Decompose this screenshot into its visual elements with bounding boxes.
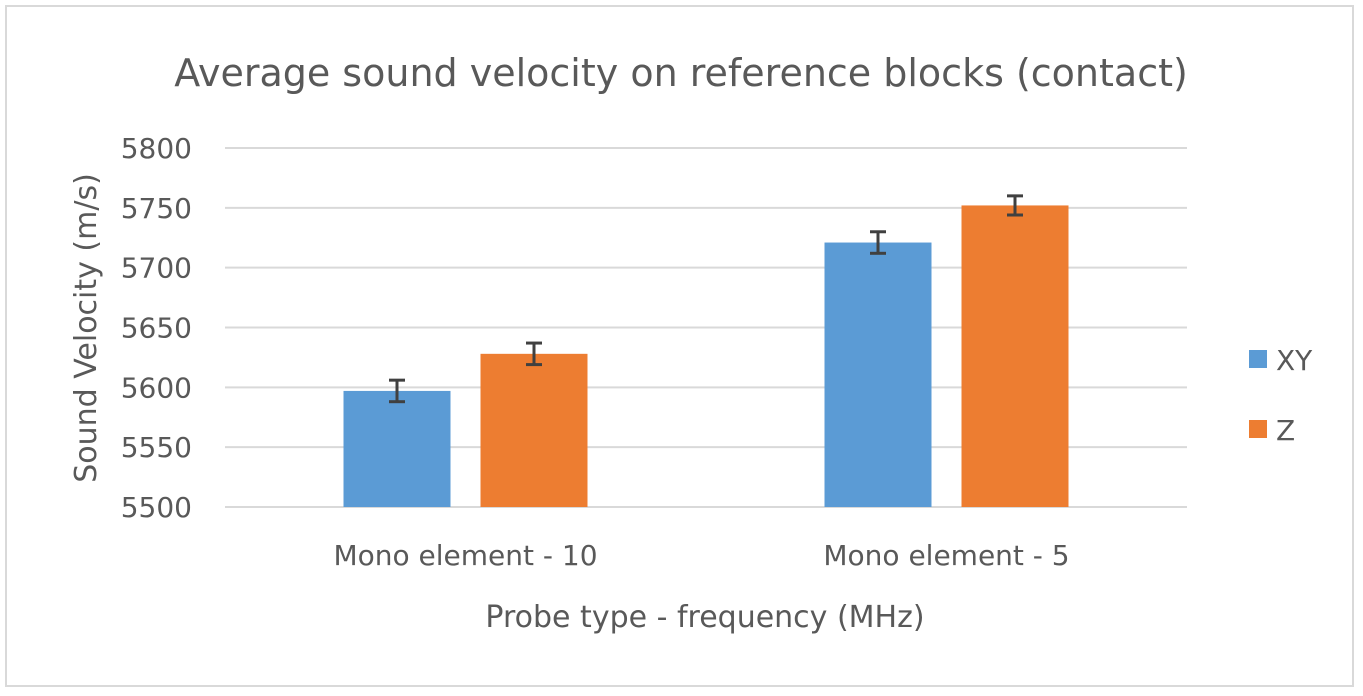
legend-item-xy: XY xyxy=(1249,344,1313,377)
y-tick-labels: 5500 5550 5600 5650 5700 5750 5800 xyxy=(121,132,192,524)
legend-swatch xyxy=(1249,420,1267,438)
bar-z-2 xyxy=(961,205,1069,507)
x-category-labels: Mono element - 10 Mono element - 5 xyxy=(333,539,1069,572)
bar-z-1 xyxy=(480,353,588,507)
bars xyxy=(343,205,1069,507)
bar-xy-1 xyxy=(343,390,451,507)
x-category-label: Mono element - 10 xyxy=(333,539,597,572)
chart-frame xyxy=(5,5,1354,687)
y-tick-label: 5500 xyxy=(121,491,192,524)
y-tick-label: 5700 xyxy=(121,252,192,285)
legend-swatch xyxy=(1249,350,1267,368)
legend-label: XY xyxy=(1276,344,1313,377)
error-bar xyxy=(389,378,405,404)
y-tick-label: 5750 xyxy=(121,192,192,225)
bar-xy-2 xyxy=(824,242,932,507)
y-tick-label: 5800 xyxy=(121,132,192,165)
x-category-label: Mono element - 5 xyxy=(823,539,1069,572)
legend-item-z: Z xyxy=(1249,414,1295,447)
y-axis-title: Sound Velocity (m/s) xyxy=(69,173,104,483)
error-bar xyxy=(526,341,542,367)
error-bar xyxy=(870,230,886,255)
error-bars xyxy=(389,194,1023,404)
y-tick-label: 5550 xyxy=(121,431,192,464)
x-axis-title: Probe type - frequency (MHz) xyxy=(485,600,924,635)
y-tick-label: 5600 xyxy=(121,371,192,404)
error-bar xyxy=(1007,194,1023,217)
chart-title: Average sound velocity on reference bloc… xyxy=(174,51,1188,95)
y-tick-label: 5650 xyxy=(121,312,192,345)
legend-label: Z xyxy=(1276,414,1295,447)
legend: XY Z xyxy=(1249,344,1313,447)
